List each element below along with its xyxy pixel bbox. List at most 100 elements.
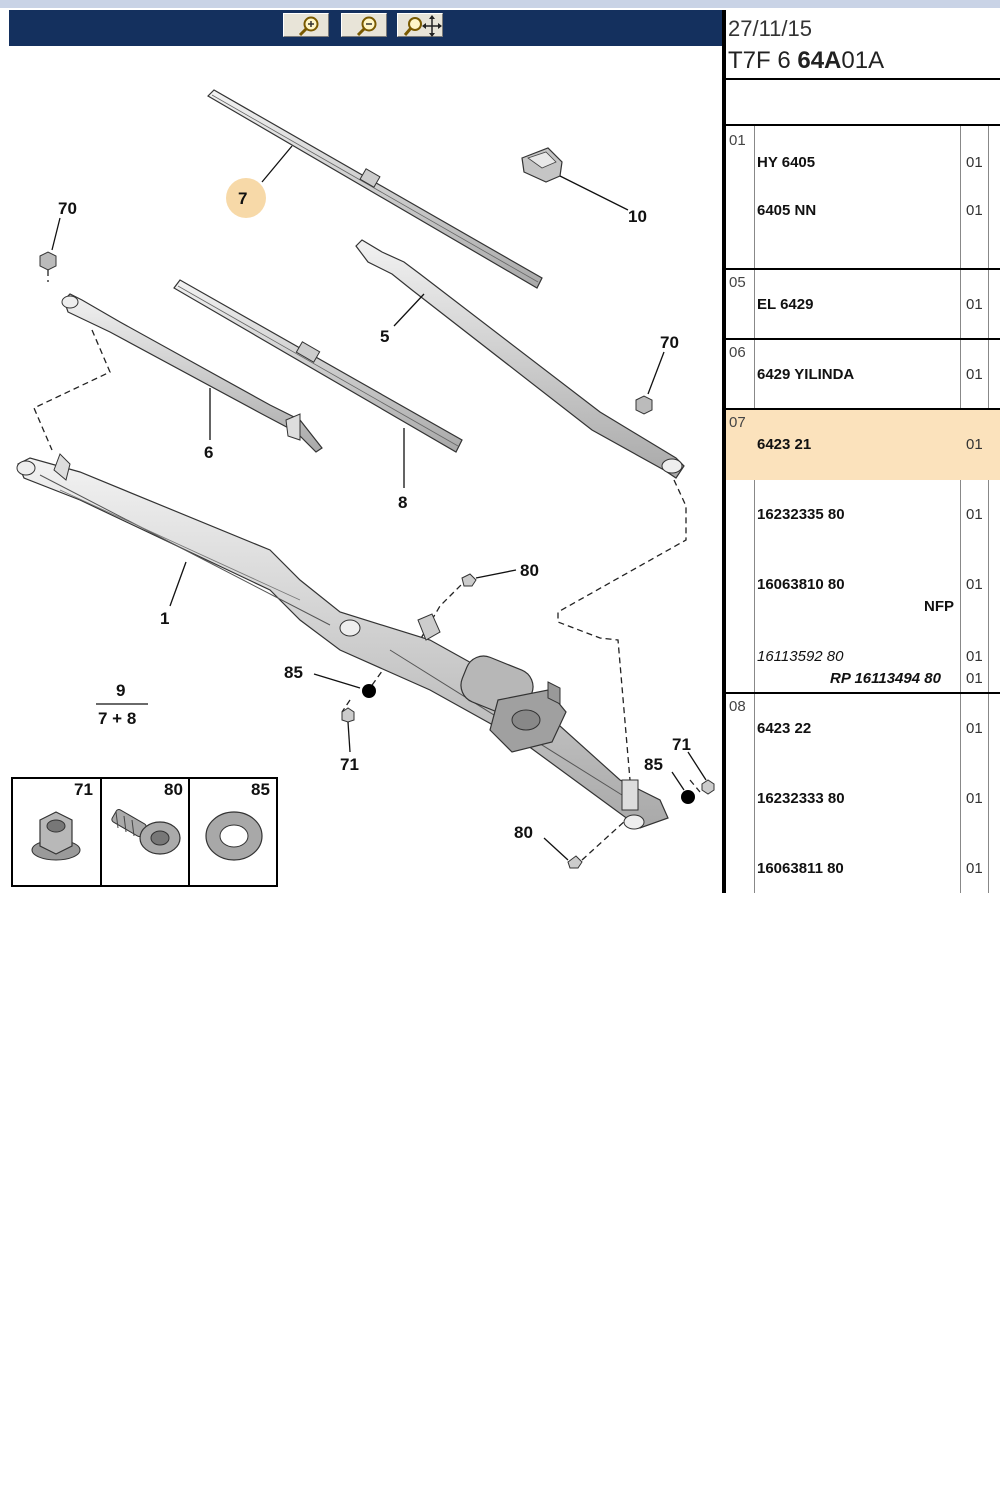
flange-nut-icon [31, 811, 81, 861]
part-quantity: 01 [966, 648, 983, 665]
washer-left[interactable] [362, 684, 376, 698]
callout-1[interactable]: 1 [160, 609, 169, 628]
group-number: 06 [729, 344, 746, 361]
panel-divider [722, 10, 726, 893]
part-reference[interactable]: 6429 YILINDA [757, 366, 855, 383]
callout-6[interactable]: 6 [204, 443, 213, 462]
nut-bottom[interactable] [341, 707, 355, 723]
callout-85-right[interactable]: 85 [644, 755, 663, 774]
catalog-date: 27/11/15 [728, 16, 813, 41]
legend-71: 71 [74, 780, 93, 799]
washer-right[interactable] [681, 790, 695, 804]
screw-top[interactable] [461, 573, 477, 587]
part-quantity: 01 [966, 860, 983, 877]
top-strip [0, 0, 1000, 8]
part-quantity: 01 [966, 366, 983, 383]
parts-list-panel: 27/11/15 T7F 6 64A01A 01 HY 6405 01 6405… [726, 10, 1000, 893]
diagram-toolbar [9, 10, 722, 46]
zoom-pan-button[interactable] [397, 13, 443, 37]
callout-10[interactable]: 10 [628, 207, 647, 226]
column-separator-qty [960, 126, 961, 893]
part-replacement[interactable]: RP 16113494 80 [830, 670, 941, 687]
header-divider-1 [726, 78, 1000, 80]
callout-80-top[interactable]: 80 [520, 561, 539, 580]
part-quantity: 01 [966, 154, 983, 171]
callout-85-left[interactable]: 85 [284, 663, 303, 682]
reference-suffix: 01A [841, 47, 885, 74]
part-quantity: 01 [966, 436, 983, 453]
part-reference[interactable]: 16232335 80 [757, 506, 845, 523]
callout-70-right[interactable]: 70 [660, 333, 679, 352]
column-separator-edge [988, 126, 989, 893]
group-divider [726, 408, 1000, 410]
zoom-out-button[interactable] [341, 13, 387, 37]
exploded-parts-diagram: 7 10 70 5 70 6 8 1 80 85 71 85 71 80 9 7… [11, 89, 715, 887]
callout-7[interactable]: 7 [238, 189, 247, 208]
header-divider-2 [726, 124, 1000, 126]
nut-right-bottom[interactable] [701, 779, 715, 795]
part-quantity: 01 [966, 202, 983, 219]
legend-85: 85 [251, 780, 270, 799]
zoom-out-icon [356, 16, 377, 37]
fastener-legend: 71 80 85 [11, 777, 278, 887]
part-note: NFP [924, 598, 954, 615]
wiper-arm-right[interactable] [355, 239, 685, 479]
wiper-motor[interactable] [456, 651, 567, 753]
callout-5[interactable]: 5 [380, 327, 389, 346]
callout-8[interactable]: 8 [398, 493, 407, 512]
part-reference[interactable]: 6405 NN [757, 202, 817, 219]
reference-code: 64A [797, 47, 842, 74]
screenshot-region: 7 10 70 5 70 6 8 1 80 85 71 85 71 80 9 7… [0, 0, 1000, 893]
catalog-reference: T7F 6 64A01A [728, 47, 884, 75]
group-divider [726, 268, 1000, 270]
callout-71-bottom[interactable]: 71 [340, 755, 359, 774]
column-separator-group [754, 126, 755, 893]
zoom-in-icon [298, 16, 319, 37]
part-reference[interactable]: 16113592 80 [757, 648, 844, 665]
screw-bottom[interactable] [567, 855, 583, 869]
zoom-in-button[interactable] [283, 13, 329, 37]
group-number: 08 [729, 698, 746, 715]
part-quantity: 01 [966, 790, 983, 807]
reference-prefix: T7F 6 [728, 47, 791, 74]
part-quantity: 01 [966, 670, 983, 687]
part-quantity: 01 [966, 576, 983, 593]
part-quantity: 01 [966, 506, 983, 523]
group-divider [726, 692, 1000, 694]
part-reference[interactable]: EL 6429 [757, 296, 814, 313]
part-reference[interactable]: 16063810 80 [757, 576, 845, 593]
callout-highlight [226, 178, 266, 218]
kit-contents: 7 + 8 [98, 709, 136, 728]
screw-icon [111, 809, 181, 855]
group-row-06[interactable]: 06 6429 YILINDA 01 [726, 340, 1000, 408]
group-row-07-selected[interactable] [726, 410, 1000, 480]
group-divider [726, 338, 1000, 340]
wiper-arm-left[interactable] [61, 293, 323, 453]
part-reference[interactable]: HY 6405 [757, 154, 816, 171]
part-quantity: 01 [966, 720, 983, 737]
kit-number: 9 [116, 681, 125, 700]
washer-icon [205, 811, 263, 861]
part-quantity: 01 [966, 296, 983, 313]
legend-80: 80 [164, 780, 183, 799]
group-number: 01 [729, 132, 746, 149]
wiper-blade-passenger[interactable] [173, 279, 463, 453]
group-row-05[interactable]: 05 EL 6429 01 [726, 270, 1000, 338]
part-reference[interactable]: 16063811 80 [757, 860, 844, 877]
group-row-07[interactable]: 07 6423 21 01 16232335 80 01 16063810 80… [726, 410, 1000, 692]
leader-lines [51, 145, 707, 861]
rain-sensor[interactable] [521, 147, 563, 183]
nut-right[interactable] [635, 395, 653, 415]
callout-70-left[interactable]: 70 [58, 199, 77, 218]
wiper-blade-driver[interactable] [207, 89, 543, 289]
group-number: 05 [729, 274, 746, 291]
group-row-01[interactable]: 01 HY 6405 01 6405 NN 01 [726, 126, 1000, 268]
part-reference[interactable]: 6423 22 [757, 720, 812, 737]
callout-80-bottom[interactable]: 80 [514, 823, 533, 842]
group-row-08[interactable]: 08 6423 22 01 16232333 80 01 16063811 80… [726, 694, 1000, 893]
nut-left[interactable] [39, 251, 57, 271]
callout-71-right[interactable]: 71 [672, 735, 691, 754]
part-reference[interactable]: 6423 21 [757, 436, 812, 453]
part-reference[interactable]: 16232333 80 [757, 790, 845, 807]
group-number: 07 [729, 414, 746, 431]
